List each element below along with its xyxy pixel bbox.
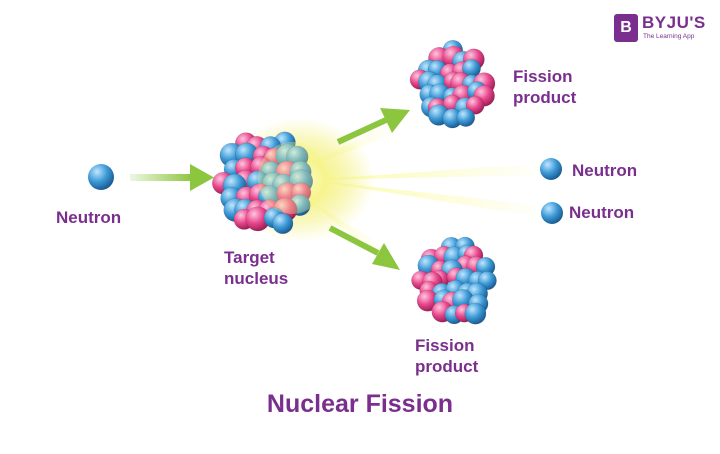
outgoing-neutron-1	[540, 158, 562, 180]
arrow-to-bottom-product	[328, 225, 400, 270]
label-outgoing-neutron-1: Neutron	[572, 161, 638, 180]
incoming-neutron	[88, 164, 114, 190]
nucleon	[464, 302, 487, 325]
nucleus-glow	[258, 142, 326, 214]
label-target-nucleus: Target nucleus	[224, 248, 289, 288]
target-nucleus-cluster	[212, 131, 314, 235]
outgoing-neutron-2	[541, 202, 563, 224]
brand-mark: B	[614, 14, 638, 42]
arrow-incoming	[130, 164, 214, 191]
fission-product-top-cluster	[409, 39, 496, 129]
nucleon	[272, 212, 294, 235]
diagram-title: Nuclear Fission	[266, 390, 454, 418]
label-fission-product-bottom: Fission product	[415, 336, 479, 376]
label-outgoing-neutron-2: Neutron	[569, 203, 635, 222]
brand-logo: B BYJU'S The Learning App	[614, 12, 710, 46]
brand-tagline: The Learning App	[643, 33, 695, 40]
brand-name: BYJU'S	[642, 13, 706, 32]
label-fission-product-top: Fission product	[513, 67, 577, 107]
label-incoming-neutron: Neutron	[56, 208, 122, 227]
nucleon	[465, 95, 485, 115]
fission-product-bottom-cluster	[411, 236, 497, 325]
nucleon	[456, 108, 476, 127]
arrow-to-top-product	[336, 108, 410, 145]
